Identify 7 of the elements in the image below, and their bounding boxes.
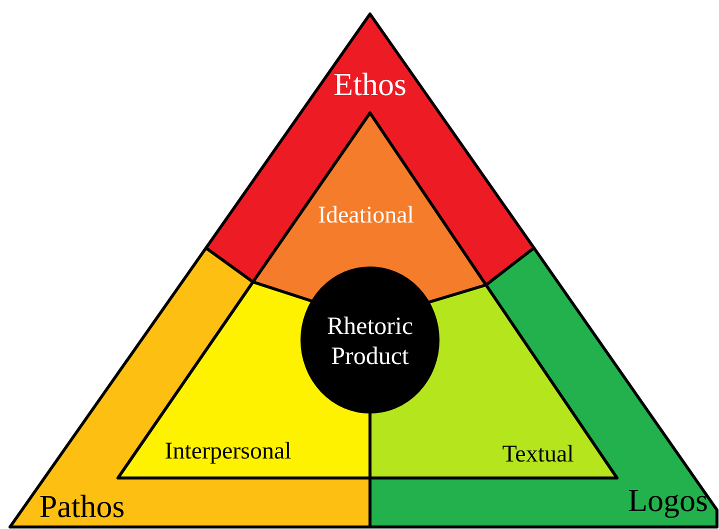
region-label: Textual	[502, 440, 574, 470]
region-label: Interpersonal	[164, 438, 292, 466]
region-label: Logos	[628, 480, 708, 520]
region-label: Pathos	[39, 486, 125, 526]
region-label: Ethos	[334, 64, 406, 104]
region-label: Ideational	[318, 202, 414, 230]
region-label: Rhetoric Product	[326, 312, 414, 372]
